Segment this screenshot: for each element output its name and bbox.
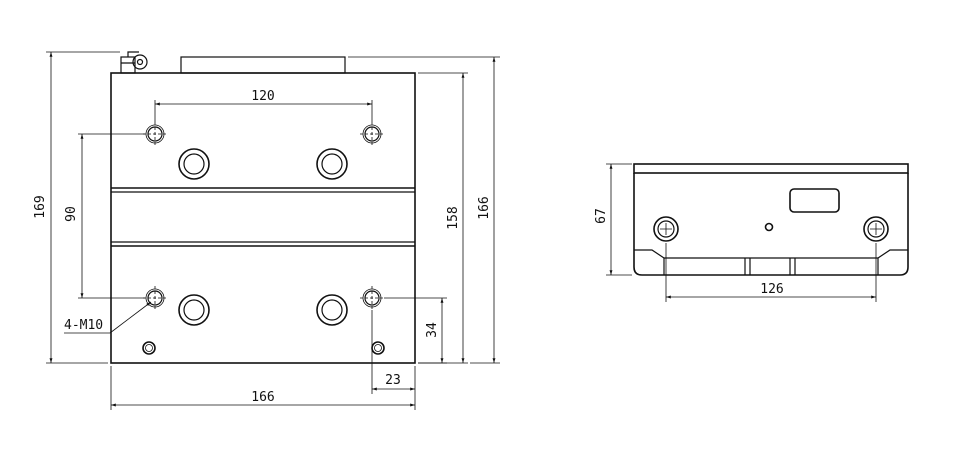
dimension-169: 169 (33, 51, 120, 364)
threaded-hole (143, 122, 167, 146)
side-mount-hole (863, 216, 889, 242)
callout-label: 4-M10 (64, 318, 103, 333)
dimension-166-bottom: 166 (110, 366, 416, 410)
dimension-label: 67 (594, 208, 609, 224)
dimension-90: 90 (64, 133, 145, 299)
pin-hole (371, 341, 385, 355)
counterbore-hole (316, 148, 348, 180)
side-mount-hole (653, 216, 679, 242)
side-view: 67 126 (594, 163, 909, 302)
threaded-hole (143, 286, 167, 310)
callout-4-m10: 4-M10 (64, 301, 152, 334)
dimension-158: 158 (418, 72, 468, 364)
dimension-label: 90 (64, 206, 79, 222)
front-body-outline (110, 72, 416, 364)
dimension-166-right: 166 (348, 56, 500, 364)
dimension-label: 126 (760, 282, 783, 297)
dimension-120: 120 (154, 89, 373, 122)
dimension-126: 126 (665, 243, 877, 302)
dimension-label: 23 (385, 373, 401, 388)
side-small-hole (764, 222, 774, 232)
dimension-34: 34 (384, 297, 447, 364)
dimension-label: 166 (251, 390, 274, 405)
dimension-23: 23 (371, 310, 415, 394)
dimension-label: 34 (425, 322, 440, 338)
dimension-label: 169 (33, 195, 48, 218)
front-view: 120 90 169 158 166 (33, 51, 500, 410)
dimension-67: 67 (594, 163, 632, 276)
middle-groove (111, 187, 415, 247)
front-top-strip (180, 56, 346, 74)
side-slot (789, 188, 840, 213)
side-top-plate (633, 163, 909, 174)
dimension-label: 166 (477, 196, 492, 219)
dimension-label: 158 (446, 206, 461, 229)
threaded-hole (360, 122, 384, 146)
pin-hole (142, 341, 156, 355)
threaded-hole (360, 286, 384, 310)
counterbore-hole (316, 294, 348, 326)
counterbore-hole (178, 294, 210, 326)
dimension-label: 120 (251, 89, 274, 104)
counterbore-hole (178, 148, 210, 180)
side-body-outline (633, 173, 909, 276)
connector-fitting (120, 51, 148, 74)
